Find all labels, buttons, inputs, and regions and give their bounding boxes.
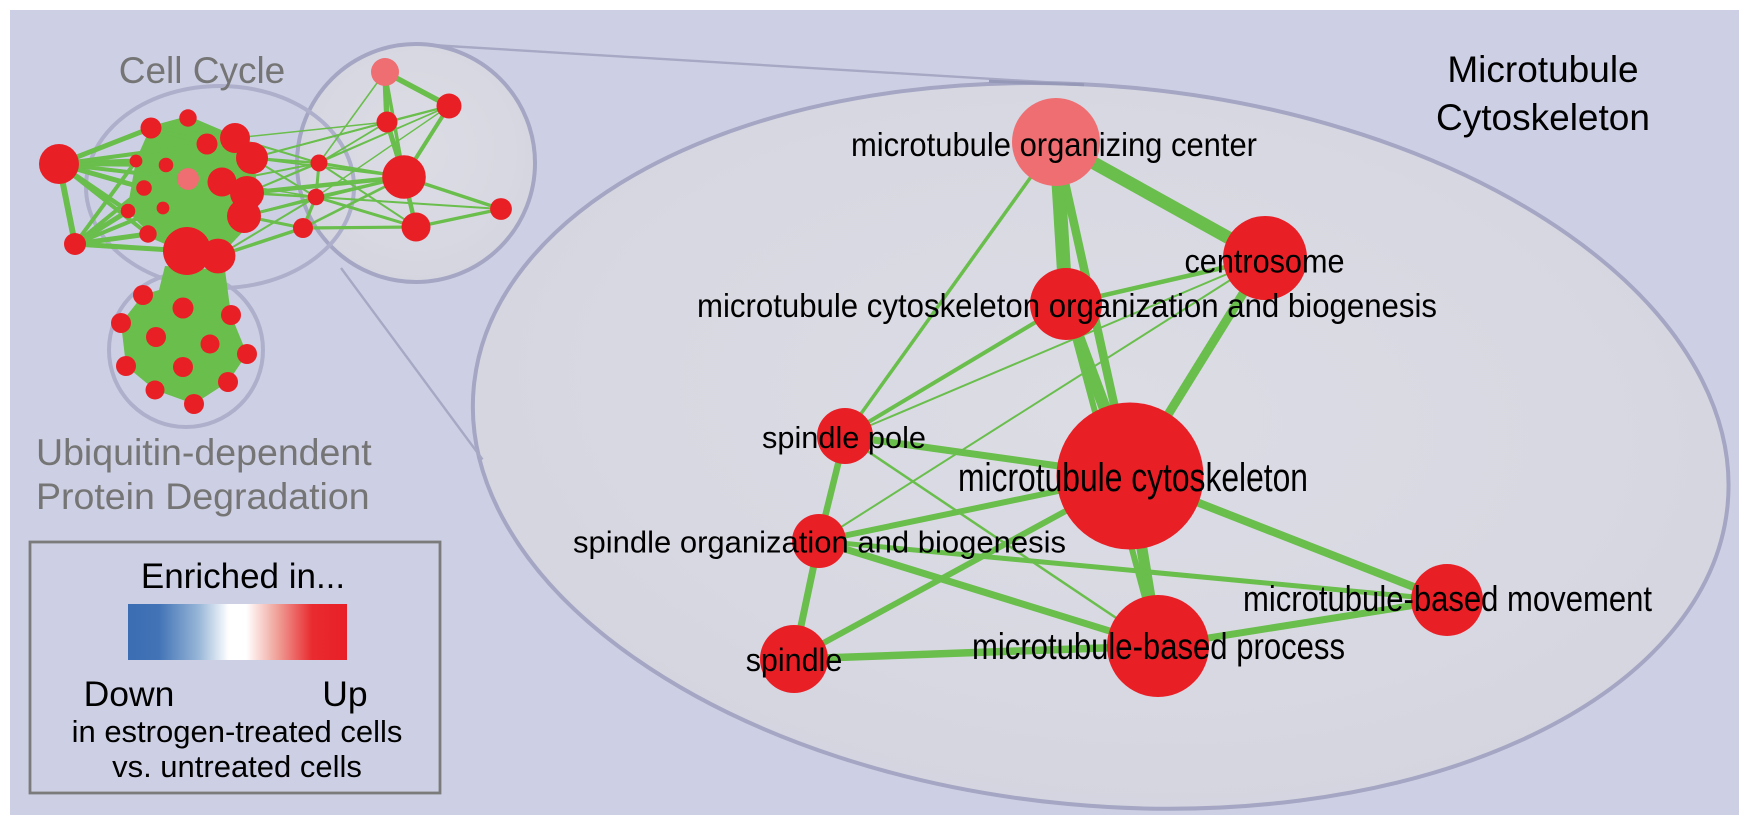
svg-text:microtubule-based movement: microtubule-based movement xyxy=(1243,578,1652,619)
svg-text:microtubule cytoskeleton organ: microtubule cytoskeleton organization an… xyxy=(697,287,1437,324)
svg-text:Enriched in...: Enriched in... xyxy=(141,557,345,596)
svg-text:spindle: spindle xyxy=(746,642,843,678)
svg-text:spindle pole: spindle pole xyxy=(762,421,926,455)
svg-text:Protein Degradation: Protein Degradation xyxy=(36,475,370,517)
svg-text:Cell Cycle: Cell Cycle xyxy=(119,50,286,91)
svg-text:Microtubule: Microtubule xyxy=(1447,49,1638,90)
svg-text:centrosome: centrosome xyxy=(1185,244,1345,281)
svg-text:in estrogen-treated cells: in estrogen-treated cells xyxy=(72,714,403,749)
svg-text:Ubiquitin-dependent: Ubiquitin-dependent xyxy=(36,431,372,473)
svg-text:Cytoskeleton: Cytoskeleton xyxy=(1436,97,1650,138)
svg-text:spindle organization and bioge: spindle organization and biogenesis xyxy=(573,525,1066,560)
svg-text:Up: Up xyxy=(322,674,367,714)
svg-text:microtubule cytoskeleton: microtubule cytoskeleton xyxy=(958,456,1308,500)
svg-text:microtubule organizing center: microtubule organizing center xyxy=(851,126,1257,163)
svg-text:vs. untreated cells: vs. untreated cells xyxy=(112,749,362,784)
svg-text:Down: Down xyxy=(84,674,175,714)
svg-text:microtubule-based process: microtubule-based process xyxy=(972,625,1345,667)
